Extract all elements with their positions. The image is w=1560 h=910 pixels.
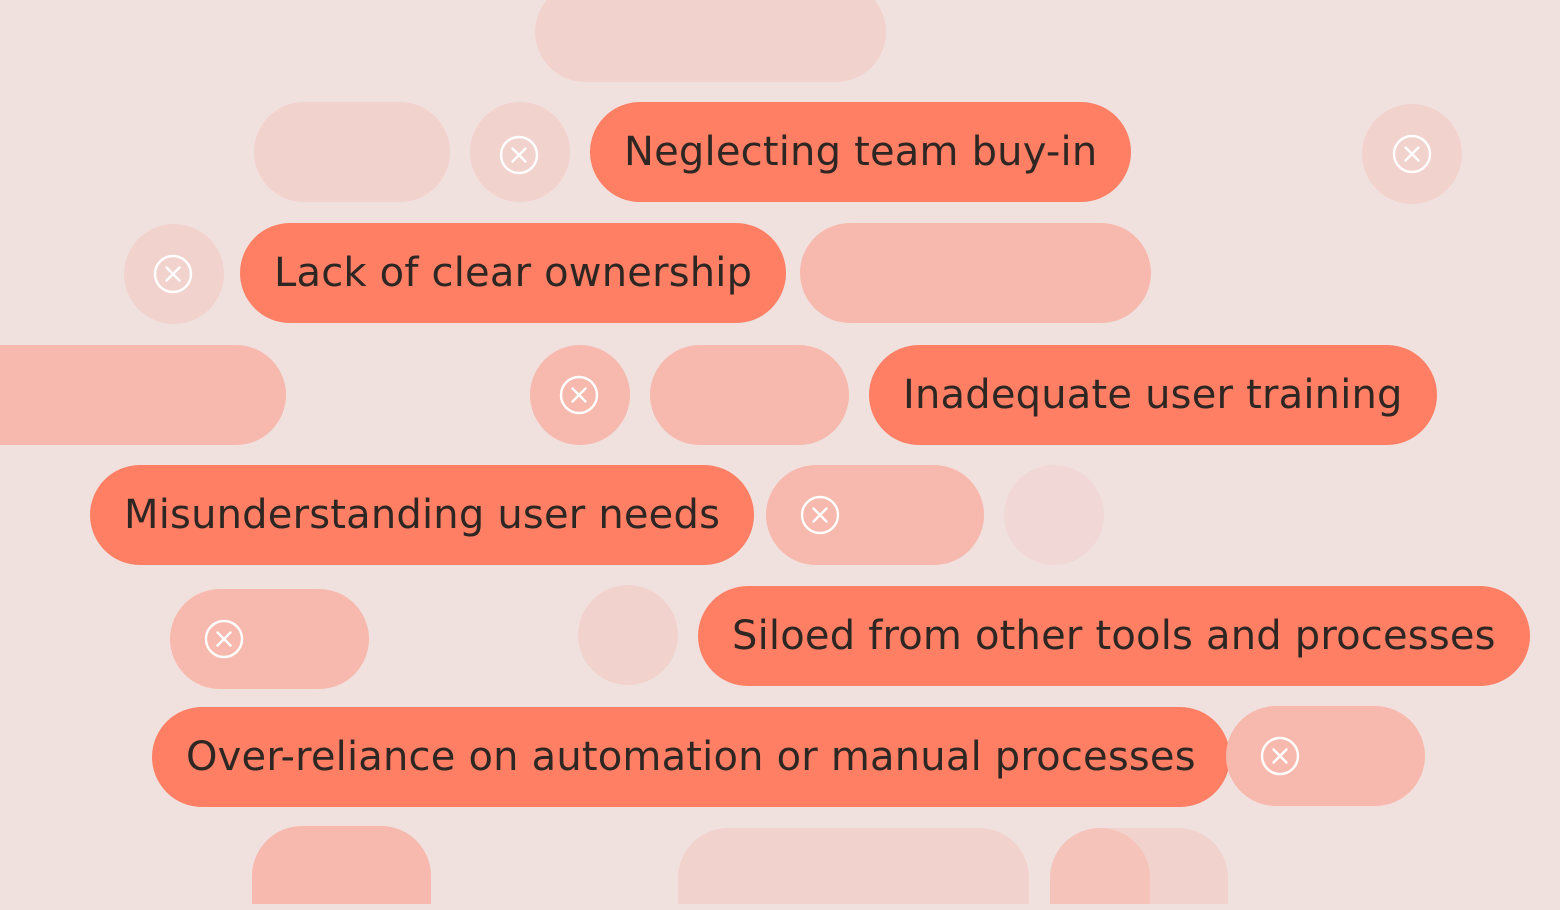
close-circle-icon <box>204 619 244 659</box>
issue-pill-lack-of-clear-ownership: Lack of clear ownership <box>240 223 787 323</box>
blank-chip <box>1004 465 1104 565</box>
blank-pill <box>678 828 1029 904</box>
blank-pill <box>252 826 431 904</box>
issue-pill-inadequate-user-training: Inadequate user training <box>869 345 1437 445</box>
close-circle-icon <box>800 495 840 535</box>
issue-pill-over-reliance: Over-reliance on automation or manual pr… <box>152 707 1230 807</box>
close-circle-icon <box>559 375 599 415</box>
blank-pill <box>800 223 1151 323</box>
icon-chip <box>530 345 630 445</box>
blank-pill <box>535 0 886 82</box>
icon-pill <box>170 589 369 689</box>
issue-label: Misunderstanding user needs <box>124 492 721 538</box>
icon-chip <box>1362 104 1462 204</box>
icon-chip <box>124 224 224 324</box>
issue-label: Neglecting team buy-in <box>624 129 1098 175</box>
issue-label: Lack of clear ownership <box>274 250 753 296</box>
issue-pill-neglecting-team-buy-in: Neglecting team buy-in <box>590 102 1132 202</box>
issue-label: Over-reliance on automation or manual pr… <box>186 734 1196 780</box>
blank-pill <box>0 345 286 445</box>
close-circle-icon <box>1260 736 1300 776</box>
issue-label: Siloed from other tools and processes <box>732 613 1496 659</box>
close-circle-icon <box>153 254 193 294</box>
icon-pill <box>766 465 984 565</box>
close-circle-icon <box>499 135 539 175</box>
issue-pill-misunderstanding-user-needs: Misunderstanding user needs <box>90 465 755 565</box>
issue-pill-siloed-from-other-tools: Siloed from other tools and processes <box>698 586 1530 686</box>
blank-pill <box>254 102 450 202</box>
close-circle-icon <box>1392 134 1432 174</box>
icon-pill <box>1226 706 1425 806</box>
blank-chip <box>1050 828 1150 904</box>
icon-chip <box>470 102 570 202</box>
blank-pill <box>650 345 849 445</box>
issue-label: Inadequate user training <box>903 372 1403 418</box>
blank-chip <box>578 585 678 685</box>
